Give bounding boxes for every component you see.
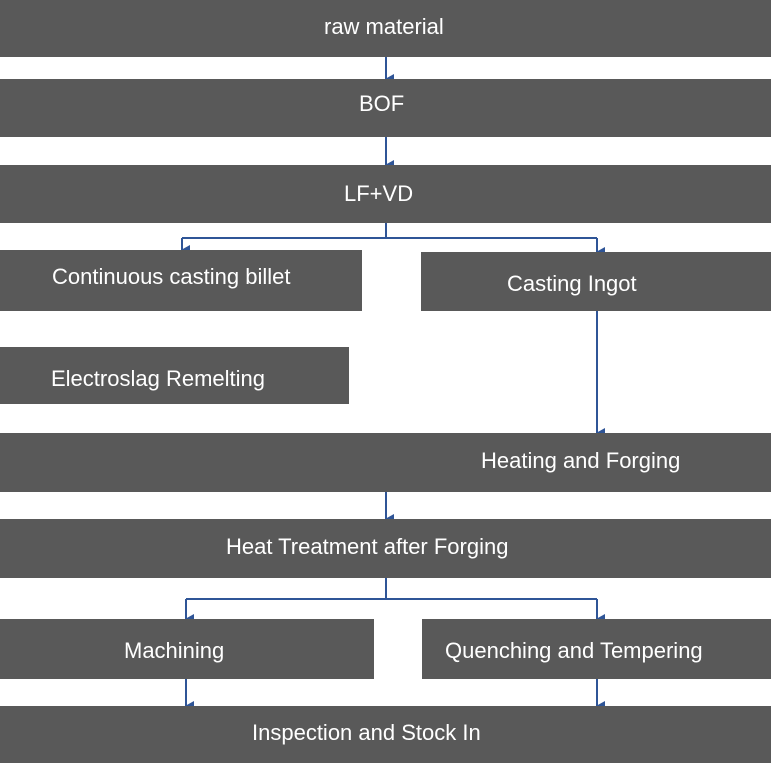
step-heat-treatment-after-forging: Heat Treatment after Forging [0,519,771,578]
step-label: Electroslag Remelting [51,366,265,391]
step-label: raw material [324,14,444,39]
step-label: LF+VD [344,181,414,206]
step-quenching-and-tempering: Quenching and Tempering [422,619,771,679]
step-label: BOF [359,91,405,116]
step-label: Heat Treatment after Forging [226,534,509,559]
step-casting-ingot: Casting Ingot [421,252,771,311]
step-inspection-and-stock-in: Inspection and Stock In [0,706,771,763]
step-heating-and-forging: Heating and Forging [0,433,771,492]
step-continuous-casting-billet: Continuous casting billet [0,250,362,311]
step-label: Heating and Forging [481,448,681,473]
step-lf-vd: LF+VD [0,165,771,223]
step-label: Casting Ingot [507,271,637,296]
step-label: Inspection and Stock In [252,720,481,745]
step-electroslag-remelting: Electroslag Remelting [0,347,349,404]
step-label: Machining [124,638,225,663]
step-raw-material: raw material [0,0,771,57]
step-label: Continuous casting billet [52,264,291,289]
step-machining: Machining [0,619,374,679]
step-bof: BOF [0,79,771,137]
step-label: Quenching and Tempering [445,638,703,663]
